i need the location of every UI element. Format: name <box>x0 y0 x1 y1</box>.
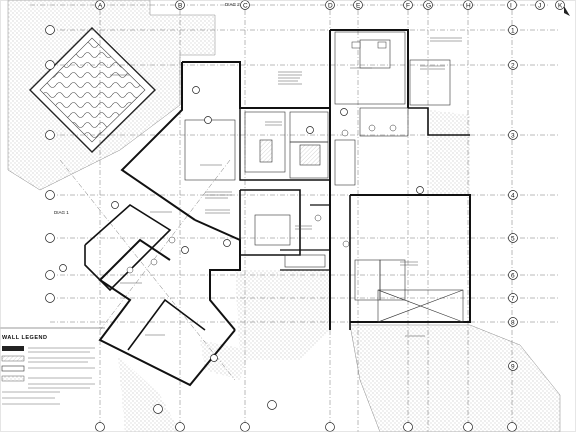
svg-text:5: 5 <box>511 235 515 242</box>
grid-bubble: C <box>240 0 250 10</box>
grid-bubble: G <box>423 0 433 10</box>
svg-text:J: J <box>538 2 541 9</box>
svg-text:2: 2 <box>511 62 515 69</box>
grid-bubble: 1 <box>508 25 518 35</box>
svg-text:6: 6 <box>511 272 515 279</box>
grid-bubble: A <box>95 0 105 10</box>
svg-text:DIAG 1: DIAG 1 <box>54 210 69 215</box>
grid-bubble: E <box>353 0 363 10</box>
svg-text:7: 7 <box>511 295 515 302</box>
grid-bubbles-left <box>45 25 55 303</box>
grid-bubble: K <box>555 0 565 10</box>
svg-text:H: H <box>466 2 471 9</box>
grid-bubble: 5 <box>508 233 518 243</box>
svg-text:K: K <box>558 2 563 9</box>
grid-bubble: J <box>535 0 545 10</box>
svg-text:1: 1 <box>511 27 515 34</box>
svg-text:G: G <box>426 2 431 9</box>
svg-text:C: C <box>243 2 248 9</box>
svg-text:I: I <box>510 2 512 9</box>
svg-text:B: B <box>178 2 182 9</box>
grid-bubble: F <box>403 0 413 10</box>
grid-bubble: 9 <box>508 361 518 371</box>
grid-bubble: B <box>175 0 185 10</box>
diag-labels: DIAG 1 DIAG 2 <box>54 2 240 215</box>
svg-text:8: 8 <box>511 319 515 326</box>
north-arrow-icon <box>564 6 570 16</box>
svg-text:D: D <box>328 2 333 9</box>
grid-bubbles-bottom <box>95 400 517 432</box>
svg-text:F: F <box>406 2 410 9</box>
grid-bubble: 4 <box>508 190 518 200</box>
detail-markers <box>59 86 424 362</box>
site-stipple <box>7 0 561 432</box>
grid-bubble: 3 <box>508 130 518 140</box>
wall-legend: WALL LEGEND <box>0 327 105 405</box>
svg-text:4: 4 <box>511 192 515 199</box>
grid-bubble: 7 <box>508 293 518 303</box>
grid-bubble: 2 <box>508 60 518 70</box>
grid-bubble: I <box>507 0 517 10</box>
svg-text:DIAG 2: DIAG 2 <box>225 2 240 7</box>
grid-bubble: 8 <box>508 317 518 327</box>
grid-bubbles-top: A B C D E F G H I J K <box>95 0 565 10</box>
grid-bubble: D <box>325 0 335 10</box>
svg-text:E: E <box>356 2 361 9</box>
svg-text:3: 3 <box>511 132 515 139</box>
legend-title: WALL LEGEND <box>2 335 47 341</box>
pool <box>29 27 156 153</box>
svg-text:A: A <box>98 2 103 9</box>
fixtures <box>126 41 397 274</box>
grid-bubble: 6 <box>508 270 518 280</box>
grid-bubble: H <box>463 0 473 10</box>
svg-text:9: 9 <box>511 363 515 370</box>
grid-bubbles-right: 1 2 3 4 5 6 7 8 9 <box>508 25 518 371</box>
callout-lines <box>110 37 462 337</box>
